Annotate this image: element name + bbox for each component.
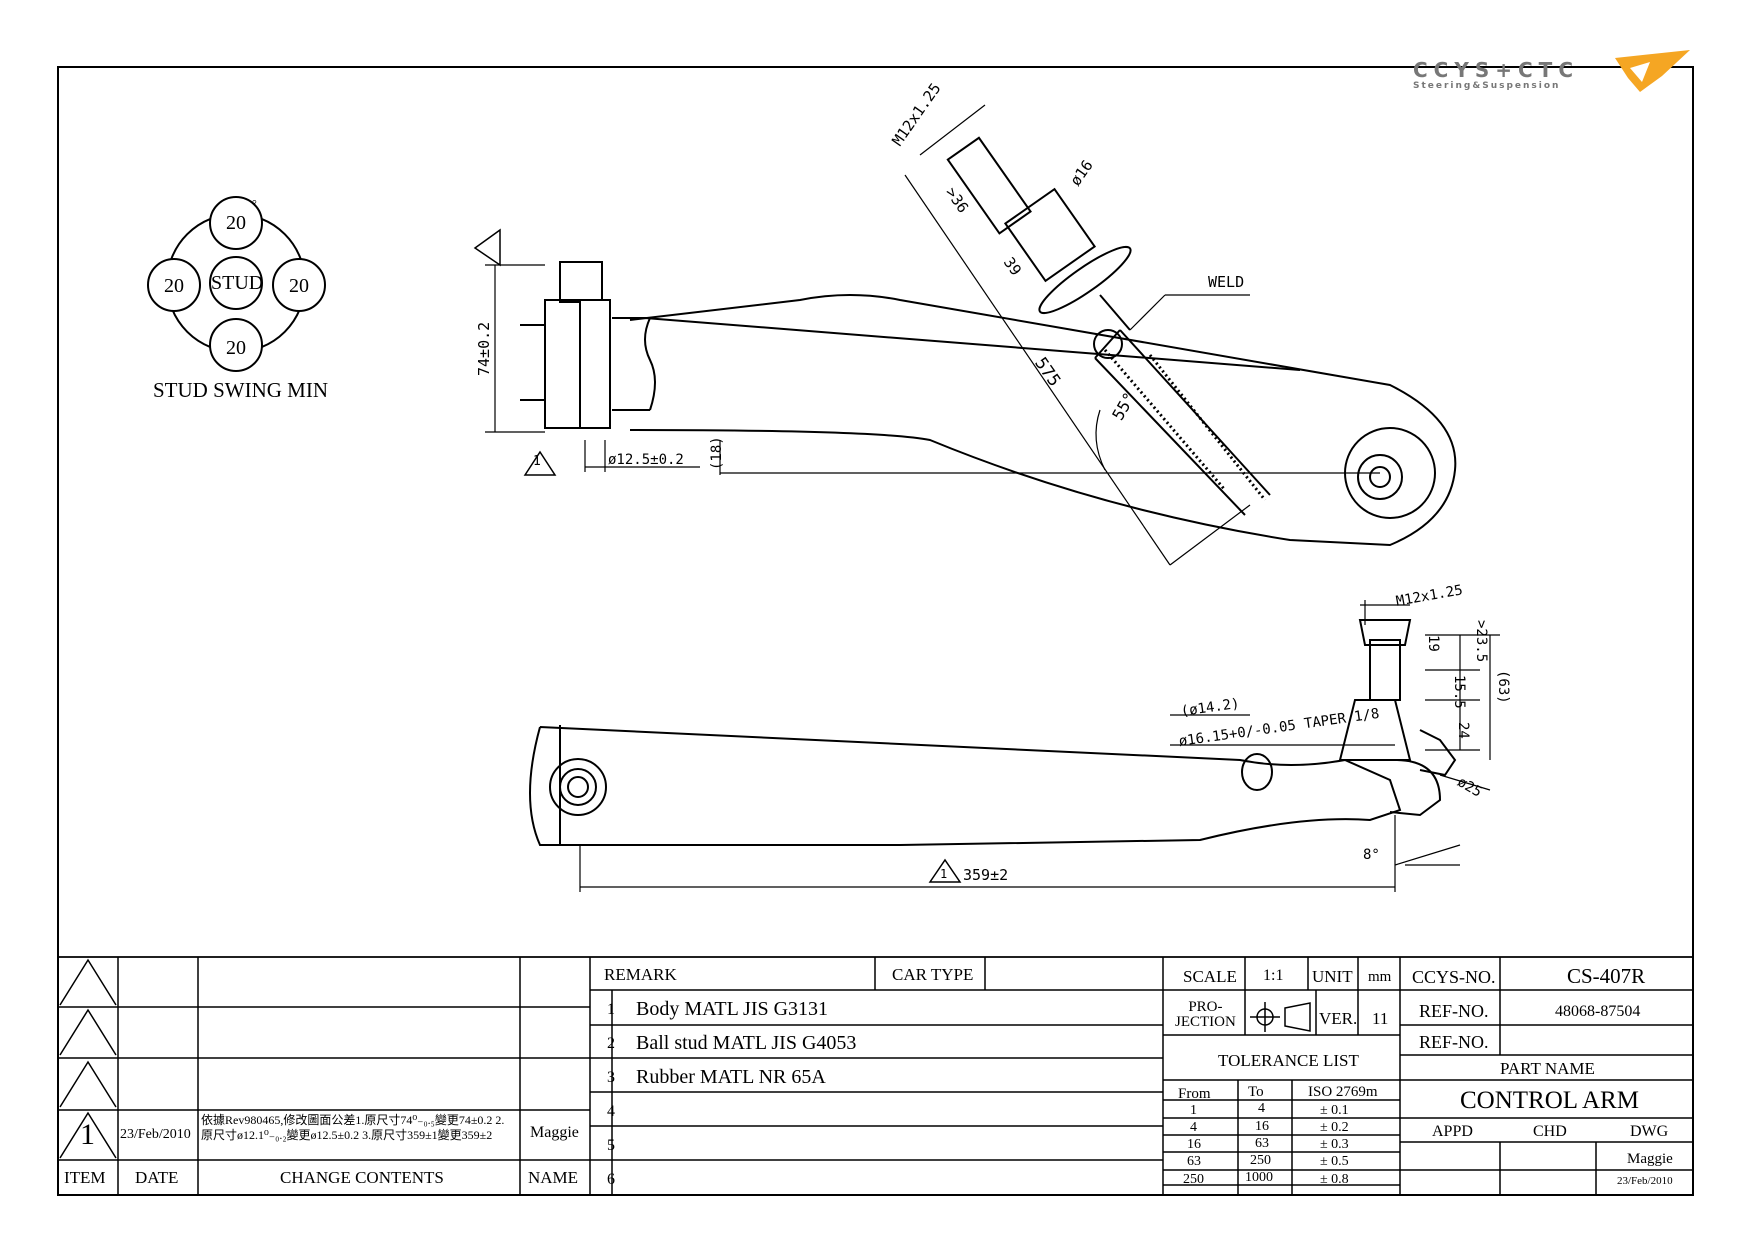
projection-label: PRO- JECTION (1175, 999, 1236, 1030)
unit-value: mm (1368, 969, 1392, 985)
rev-row-contents: 依據Rev980465,修改圖面公差1.原尺寸74⁰₋₀.₅變更74±0.2 2… (201, 1113, 505, 1142)
projection-symbol (1250, 1002, 1311, 1032)
dimension-lines-upper (485, 104, 1380, 566)
tolerance-cell: ± 0.2 (1320, 1120, 1349, 1135)
tolerance-cell: 250 (1183, 1172, 1204, 1187)
tolerance-cell: 4 (1190, 1120, 1197, 1135)
tolerance-cell: ± 0.5 (1320, 1154, 1349, 1169)
tolerance-cell: 63 (1187, 1154, 1201, 1169)
ref-no-label: REF-NO. (1419, 1001, 1489, 1021)
rev-marker-1b: 1 (940, 867, 948, 881)
chd-label: CHD (1533, 1123, 1567, 1140)
tolerance-header-iso: ISO 2769m (1308, 1084, 1378, 1100)
dim-dia-12-5: ø12.5±0.2 (608, 452, 684, 468)
dwg-name: Maggie (1627, 1151, 1673, 1167)
control-arm-side-view (529, 619, 1457, 846)
stud-swing-title: STUD SWING MIN (153, 378, 328, 402)
rev-header-date: DATE (135, 1168, 179, 1187)
scale-label: SCALE (1183, 967, 1237, 986)
dimension-lines-lower (579, 600, 1500, 892)
rev-marker-1: 1 (533, 454, 541, 469)
appd-label: APPD (1432, 1123, 1473, 1140)
dwg-date: 23/Feb/2010 (1617, 1175, 1673, 1187)
remark-text-2: Ball stud MATL JIS G4053 (636, 1032, 857, 1054)
rev-row-date: 23/Feb/2010 (120, 1127, 191, 1142)
logo-brand: CCYS+CTC (1413, 58, 1579, 82)
remark-no-5: 5 (607, 1137, 615, 1154)
title-block-grid (57, 956, 1694, 1196)
ver-label: VER. (1319, 1009, 1358, 1028)
ver-value: 11 (1372, 1009, 1389, 1028)
control-arm-top-view (520, 136, 1457, 547)
dim-18: (18) (709, 436, 725, 470)
remark-no-4: 4 (607, 1103, 615, 1120)
tolerance-cell: 16 (1187, 1137, 1201, 1152)
logo-tagline: Steering&Suspension (1413, 81, 1561, 91)
stud-swing-angle-top: 20 (226, 212, 246, 234)
tolerance-cell: ± 0.1 (1320, 1103, 1349, 1118)
ref-no-value: 48068-87504 (1555, 1003, 1641, 1020)
tolerance-cell: 250 (1250, 1153, 1271, 1168)
dim-24: 24 (1455, 722, 1471, 739)
revision-triangles (473, 228, 962, 883)
tolerance-cell: 1000 (1245, 1170, 1273, 1185)
tolerance-cell: 63 (1255, 1136, 1269, 1151)
degree-mark: ° (252, 197, 257, 211)
remark-no-2: 2 (607, 1035, 615, 1052)
remark-text-3: Rubber MATL NR 65A (636, 1066, 826, 1088)
remark-no-1: 1 (607, 1001, 615, 1018)
rev-header-item: ITEM (64, 1168, 106, 1187)
remark-no-6: 6 (607, 1171, 615, 1188)
dim-15-5: 15.5 (1451, 675, 1467, 709)
stud-swing-center: STUD (211, 272, 264, 294)
tolerance-cell: 16 (1255, 1119, 1269, 1134)
ref-no2-label: REF-NO. (1419, 1032, 1489, 1052)
label-weld: WELD (1208, 273, 1245, 291)
stud-swing-angle-left: 20 (164, 275, 184, 297)
tolerance-cell: 1 (1190, 1103, 1197, 1118)
stud-swing-angle-bottom: 20 (226, 337, 246, 359)
car-type-label: CAR TYPE (892, 965, 974, 984)
title-block-triangles (59, 958, 117, 1159)
weld-lines (1103, 349, 1267, 501)
dim-19: 19 (1425, 635, 1441, 652)
dim-359: 359±2 (963, 866, 1009, 884)
drawing-frame (57, 66, 1694, 1196)
tolerance-header-to: To (1248, 1084, 1264, 1100)
part-name-value: CONTROL ARM (1460, 1087, 1639, 1114)
rev-header-name: NAME (528, 1168, 579, 1187)
tolerance-cell: ± 0.3 (1320, 1137, 1349, 1152)
tolerance-cell: 4 (1258, 1101, 1265, 1116)
remark-text-1: Body MATL JIS G3131 (636, 998, 829, 1020)
logo-mark (1615, 50, 1690, 92)
dim-63: (63) (1495, 670, 1511, 704)
dim-23-5: >23.5 (1473, 620, 1489, 663)
dim-height-74: 74±0.2 (475, 321, 493, 376)
rev-row-name: Maggie (530, 1124, 579, 1141)
part-name-label: PART NAME (1500, 1059, 1595, 1078)
tolerance-title: TOLERANCE LIST (1218, 1051, 1359, 1070)
remark-header: REMARK (604, 965, 677, 984)
rev-header-contents: CHANGE CONTENTS (280, 1168, 444, 1187)
tolerance-cell: ± 0.8 (1320, 1172, 1349, 1187)
stud-swing-angle-right: 20 (289, 275, 309, 297)
stud-swing-diagram (147, 196, 326, 372)
tolerance-header-from: From (1178, 1086, 1211, 1102)
dwg-label: DWG (1630, 1123, 1669, 1140)
ccys-no-label: CCYS-NO. (1412, 967, 1496, 987)
scale-value: 1:1 (1263, 967, 1284, 984)
unit-label: UNIT (1312, 967, 1353, 986)
remark-no-3: 3 (607, 1069, 615, 1086)
ccys-no-value: CS-407R (1567, 964, 1646, 988)
rev-row-item: 1 (80, 1118, 95, 1151)
dim-angle-8: 8° (1363, 847, 1380, 863)
